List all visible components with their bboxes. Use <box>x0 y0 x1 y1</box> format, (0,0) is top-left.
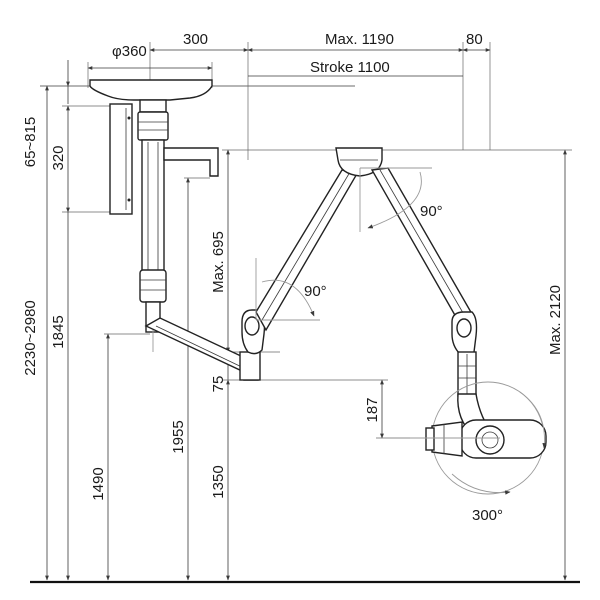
label-angle-upper: 90° <box>420 203 443 220</box>
angle-indicators: 90° 90° 300° <box>255 167 547 524</box>
ceiling-mount <box>89 79 219 352</box>
top-dimensions: φ360 300 Max. 1190 80 Stroke 1100 <box>87 31 491 160</box>
label-height-1955: 1955 <box>170 420 187 453</box>
label-angle-lower: 90° <box>304 283 327 300</box>
articulated-arm <box>241 147 496 437</box>
label-offset-300: 300 <box>183 31 208 48</box>
label-height-1350: 1350 <box>210 465 227 498</box>
label-dim-75: 75 <box>210 376 227 393</box>
left-dimensions: 65~815 2230~2980 320 1845 1490 1955 Max.… <box>22 60 340 581</box>
label-total-height: 2230~2980 <box>22 300 39 376</box>
label-ceiling-gap: 65~815 <box>22 117 39 167</box>
label-height-1490: 1490 <box>90 467 107 500</box>
label-offset-80: 80 <box>466 31 483 48</box>
label-height-1845: 1845 <box>50 315 67 348</box>
right-dimensions: Max. 2120 187 <box>262 149 572 581</box>
lower-boom-arm <box>144 317 261 381</box>
label-dim-187: 187 <box>364 397 381 422</box>
label-plate-diameter: φ360 <box>112 43 147 60</box>
xray-tube-head <box>410 381 547 495</box>
label-rotation: 300° <box>472 507 503 524</box>
label-max-reach: Max. 1190 <box>325 31 394 48</box>
label-stroke: Stroke 1100 <box>310 59 390 76</box>
label-max-695: Max. 695 <box>210 231 227 293</box>
label-bracket-height: 320 <box>50 145 67 170</box>
label-max-2120: Max. 2120 <box>547 285 564 355</box>
